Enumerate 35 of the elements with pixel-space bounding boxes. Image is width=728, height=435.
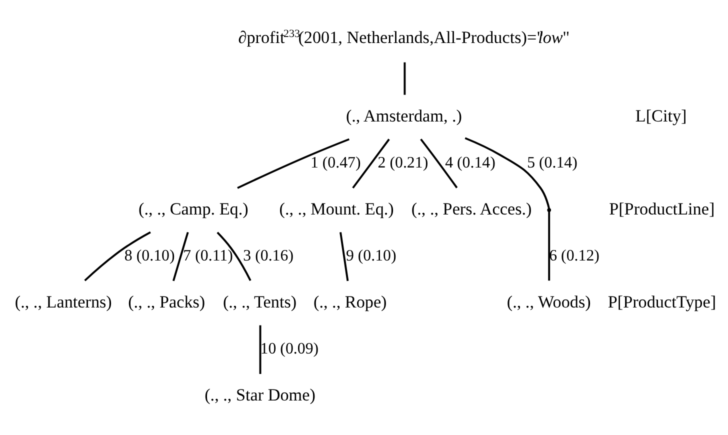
edge-label: 7 (0.11) xyxy=(183,247,233,264)
connector xyxy=(259,324,262,374)
connector xyxy=(404,62,406,94)
node-text: (., ., Star Dome) xyxy=(204,385,316,404)
node-text: (., Amsterdam, .) xyxy=(346,106,462,126)
edge-label: 5 (0.14) xyxy=(527,154,578,172)
edge-label: 1 (0.47) xyxy=(310,154,361,172)
node-text: (., ., Pers. Acces.) xyxy=(411,199,532,218)
node-text: (., ., Tents) xyxy=(222,292,297,312)
node-point xyxy=(547,208,552,212)
node-text: (., ., Rope) xyxy=(314,292,387,312)
label: P[ProductType] xyxy=(608,292,716,312)
connector xyxy=(84,230,151,281)
edge-label: 9 (0.10) xyxy=(346,247,396,264)
connector xyxy=(172,231,189,281)
edge-label: 2 (0.21) xyxy=(378,154,428,172)
node-text: (., ., Camp. Eq.) xyxy=(138,199,248,218)
node-text: (., ., Mount. Eq.) xyxy=(279,199,394,218)
label: P[ProductLine] xyxy=(609,199,715,218)
label: L[City] xyxy=(635,106,687,126)
edge-label: 3 (0.16) xyxy=(243,247,294,264)
edge-label: 8 (0.10) xyxy=(124,247,175,264)
edge-label: 4 (0.14) xyxy=(445,154,496,172)
edge-label: 10 (0.09) xyxy=(260,340,319,358)
connector xyxy=(420,138,458,188)
node-text: (., ., Packs) xyxy=(128,292,206,312)
node-text: (., ., Woods) xyxy=(506,292,591,312)
connector xyxy=(340,232,349,281)
connector xyxy=(352,138,390,188)
connector xyxy=(548,211,550,280)
connector xyxy=(464,136,550,208)
connector xyxy=(237,138,350,188)
connector xyxy=(216,231,252,280)
edge-label: 6 (0.12) xyxy=(549,247,600,264)
node-text: (., ., Lanterns) xyxy=(14,292,112,312)
